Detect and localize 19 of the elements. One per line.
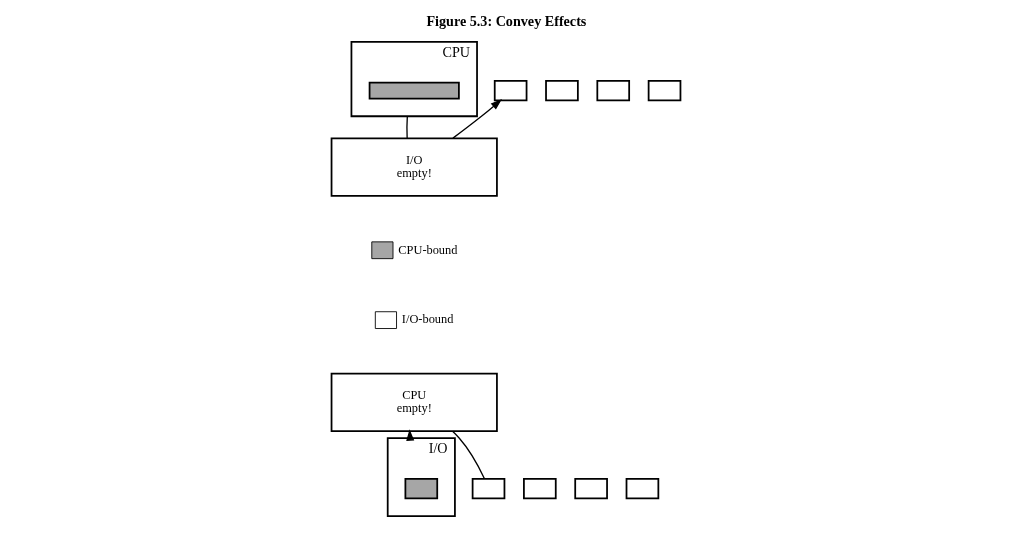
node-box <box>493 80 528 102</box>
cluster: I/O <box>386 437 456 517</box>
node-box <box>404 478 439 500</box>
node-bar <box>368 81 460 100</box>
legend-label: CPU-bound <box>398 242 458 257</box>
cluster: CPU <box>350 41 478 118</box>
arrow <box>452 99 503 139</box>
diagram-title: Figure 5.3: Convey Effects <box>426 12 587 29</box>
node-box <box>523 478 557 500</box>
node-box <box>625 478 660 500</box>
legend-label: I/O-bound <box>401 312 454 327</box>
node-box <box>596 80 631 102</box>
node-box <box>647 80 682 102</box>
node-box <box>471 478 506 500</box>
node-box <box>574 478 608 500</box>
connector <box>406 115 408 139</box>
node-box: CPU empty! <box>330 372 498 432</box>
node-box: I/O empty! <box>330 137 498 197</box>
node-box <box>545 80 579 102</box>
